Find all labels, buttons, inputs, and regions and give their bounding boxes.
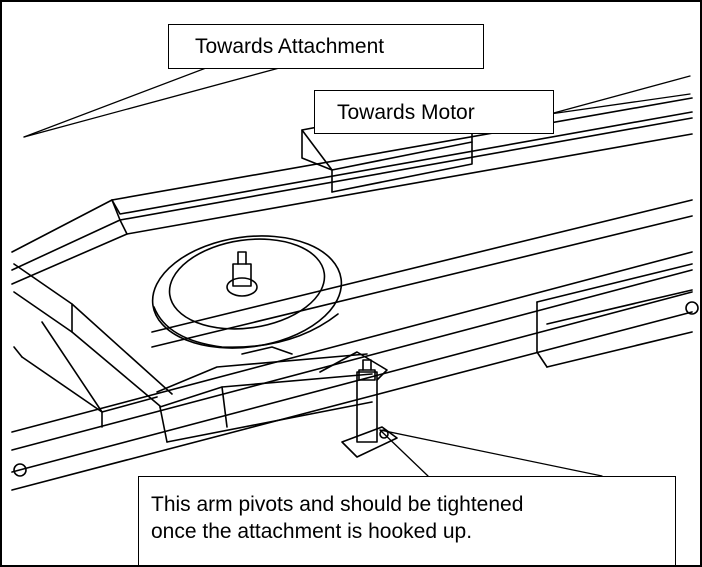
lower-sleeve [536,263,693,368]
callout-motor-text: Towards Motor [337,101,475,124]
callout-pivot-line-2: once the attachment is hooked up. [151,520,473,543]
leader-lines [23,45,691,477]
inner-frame [13,199,693,428]
callout-pivot-arm: This arm pivots and should be tightened … [138,476,676,565]
callout-attachment-text: Towards Attachment [195,35,385,58]
pivot-arm [156,346,373,443]
pivot-bolt [319,351,398,458]
callout-towards-attachment: Towards Attachment [168,24,484,69]
pulley [151,235,343,349]
rail-hole-left [13,463,27,477]
lower-rail [11,251,693,491]
rail-hole-right [685,301,699,315]
callout-pivot-line-1: This arm pivots and should be tightened [151,493,524,516]
callout-towards-motor: Towards Motor [314,90,554,134]
